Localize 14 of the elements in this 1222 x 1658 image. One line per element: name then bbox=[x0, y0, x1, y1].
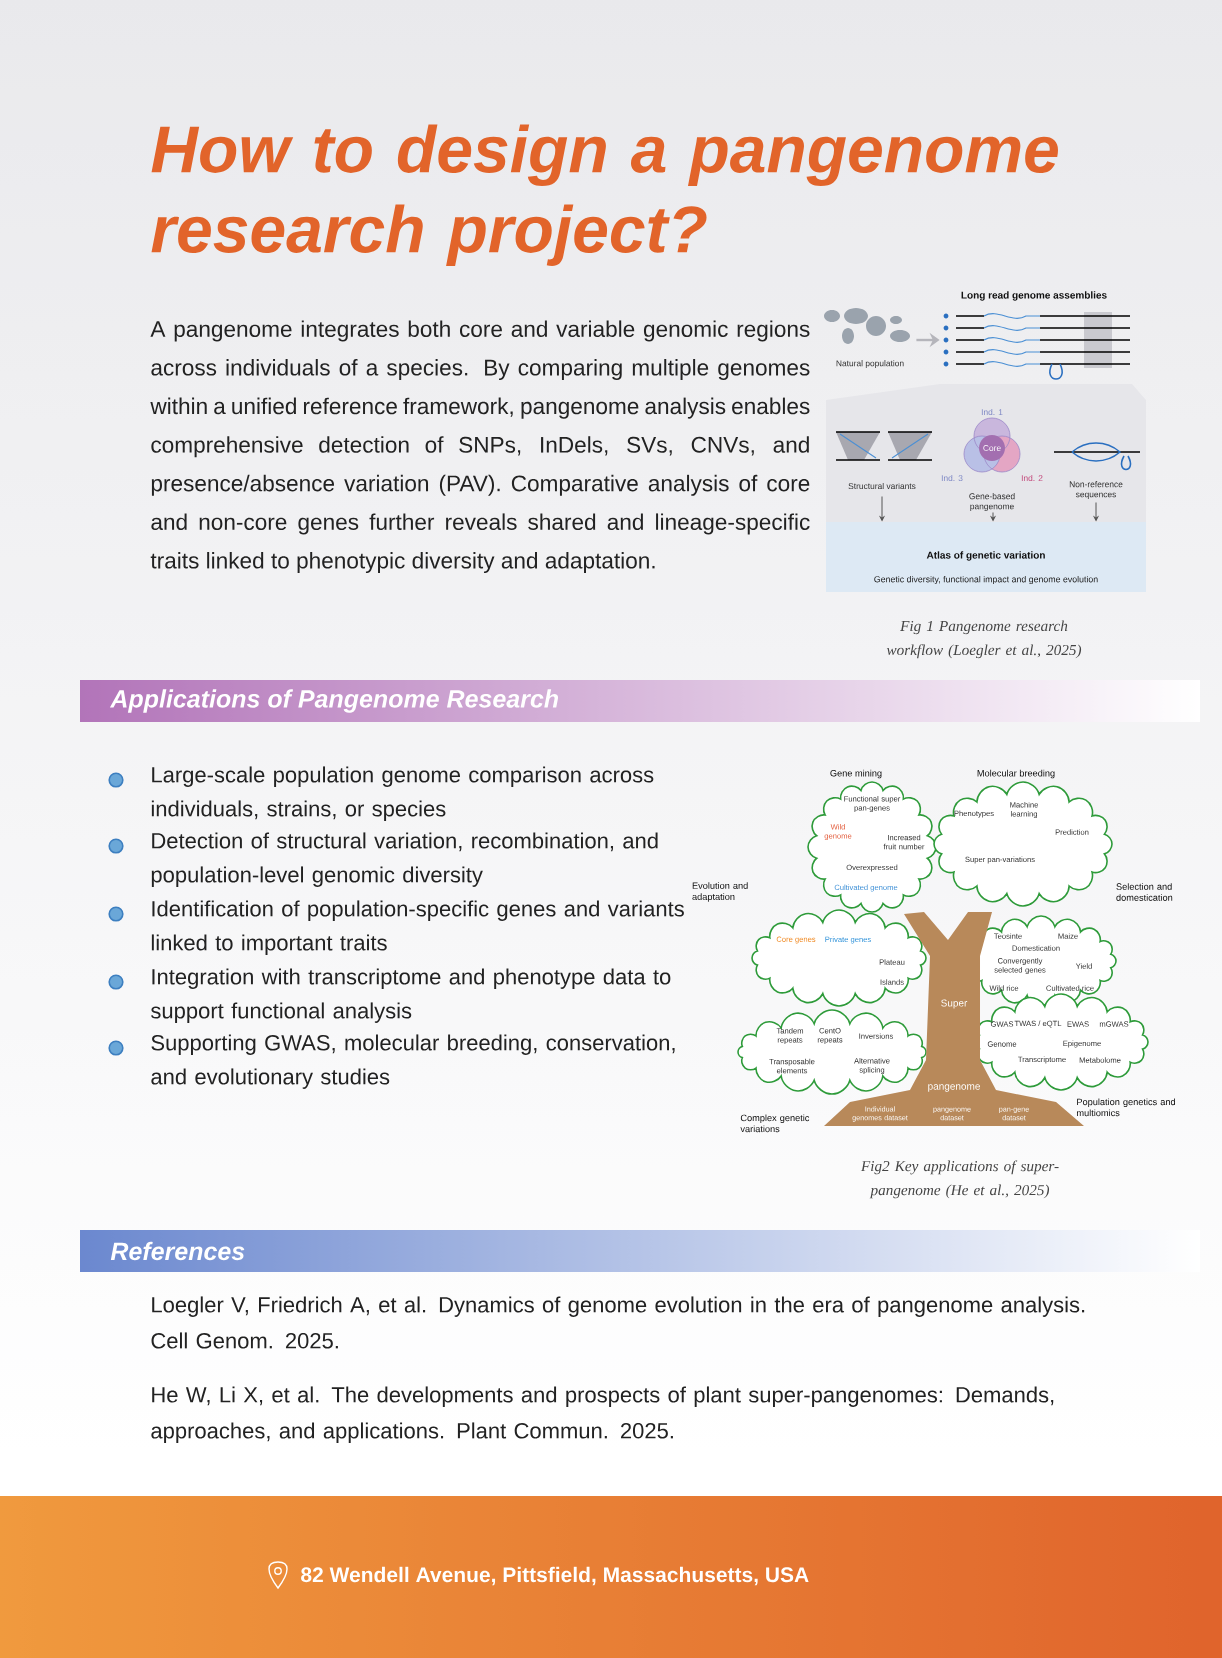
arrow bbox=[1093, 501, 1099, 521]
intro-paragraph: A pangenome integrates both core and variable genomic regions across individuals of a species. By comparing multiple genomes within a unified reference framework, pangenome analysis enables comprehensive detection of SNPs, InDels, SVs, CNVs, and presence/absence variation (PAV). Comparative analysis of core and non-core genes further reveals shared and lineage-specific traits linked to phenotypic diversity and adaptation. bbox=[150, 320, 810, 574]
title: How to design a pangenome research project? bbox=[151, 124, 1058, 266]
bullet-text: Integration with transcriptome and phenotype data to support functional analysis bbox=[151, 968, 671, 1023]
bullet-text: Supporting GWAS, molecular breeding, conservation, and evolutionary studies bbox=[151, 1034, 675, 1089]
reference-text: He W, Li X, et al. The developments and prospects of plant super-pangenomes: Demands, approaches, and applications. Plant Commun. 2025. bbox=[151, 1386, 1054, 1443]
reference-text: Loegler V, Friedrich A, et al. Dynamics of genome evolution in the era of pangenome analysis. Cell Genom. 2025. bbox=[151, 1296, 1085, 1349]
arrow bbox=[879, 495, 885, 521]
bullet-text: Large-scale population genome comparison across individuals, strains, or species bbox=[151, 766, 654, 821]
address-text: 82 Wendell Avenue, Pittsfield, Massachusetts, USA bbox=[301, 1566, 809, 1586]
section-heading: References bbox=[110, 1241, 245, 1261]
section-heading: Applications of Pangenome Research bbox=[109, 689, 559, 713]
bullet-text: Detection of structural variation, recombination, and population-level genomic diversity bbox=[151, 832, 658, 887]
arrow bbox=[990, 511, 996, 521]
